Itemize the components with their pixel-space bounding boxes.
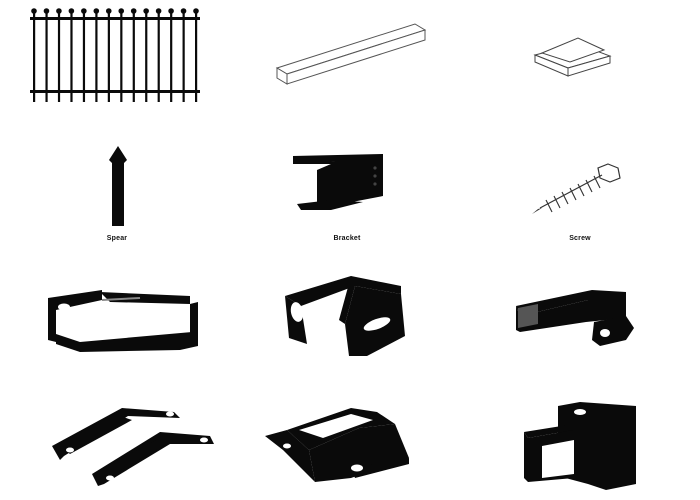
fence-finial — [43, 8, 50, 14]
fence-finial — [155, 8, 162, 14]
rail-clamp-icon — [48, 290, 198, 352]
flange-bracket-icon — [265, 408, 409, 482]
fence-panel-icon — [30, 8, 200, 102]
rail-icon — [275, 23, 427, 85]
tile-post-cap[interactable] — [480, 0, 680, 110]
fence-finial — [68, 8, 75, 14]
tube-ear-bracket-icon — [516, 290, 634, 346]
fence-finial — [56, 8, 62, 14]
tile-bracket[interactable]: Bracket — [235, 130, 460, 248]
fence-picket — [195, 12, 198, 102]
fence-picket — [182, 12, 185, 102]
fence-finial — [193, 8, 199, 14]
fence-picket — [95, 12, 98, 102]
fence-picket — [33, 12, 36, 102]
fence-picket — [82, 12, 86, 102]
fence-finial — [31, 8, 37, 14]
fence-finial — [105, 8, 112, 14]
fence-finial — [130, 8, 137, 14]
tile-flange-bracket[interactable] — [255, 390, 460, 500]
fence-finial — [143, 8, 149, 14]
wall-mount-bracket-icon — [524, 402, 636, 490]
fence-picket — [120, 12, 123, 102]
u-bracket-icon — [285, 276, 405, 356]
screw-icon — [532, 163, 621, 214]
tile-wall-mount-bracket[interactable] — [480, 390, 680, 500]
tile-u-bracket[interactable] — [255, 262, 460, 378]
tile-screw[interactable]: Screw — [480, 130, 680, 248]
caption-spear: Spear — [106, 235, 128, 242]
caption-bracket: Bracket — [333, 235, 361, 242]
fence-finial — [168, 8, 174, 14]
fence-picket — [57, 12, 61, 102]
spear-icon — [109, 146, 127, 226]
fence-picket — [145, 12, 148, 102]
post-cap-icon — [533, 37, 612, 77]
fence-picket — [107, 12, 110, 102]
fence-finial — [180, 8, 187, 14]
fence-picket — [157, 12, 160, 102]
fence-picket — [170, 12, 173, 102]
tile-fence-panel[interactable] — [20, 0, 215, 110]
fence-finial — [118, 8, 125, 14]
fence-picket — [70, 12, 73, 102]
fence-finial — [93, 8, 100, 14]
fence-picket — [45, 12, 48, 102]
tile-rail-clamp-bracket[interactable] — [20, 262, 220, 378]
fence-finial — [81, 8, 87, 14]
fence-picket — [132, 12, 135, 102]
flat-hinge-icon — [52, 408, 214, 486]
bracket-icon — [293, 154, 383, 210]
tile-tube-ear-bracket[interactable] — [480, 262, 680, 378]
tile-spear[interactable]: Spear — [20, 130, 215, 248]
tile-flat-hinge-bracket[interactable] — [20, 390, 220, 500]
caption-screw: Screw — [569, 235, 591, 242]
tile-rail[interactable] — [255, 0, 450, 110]
